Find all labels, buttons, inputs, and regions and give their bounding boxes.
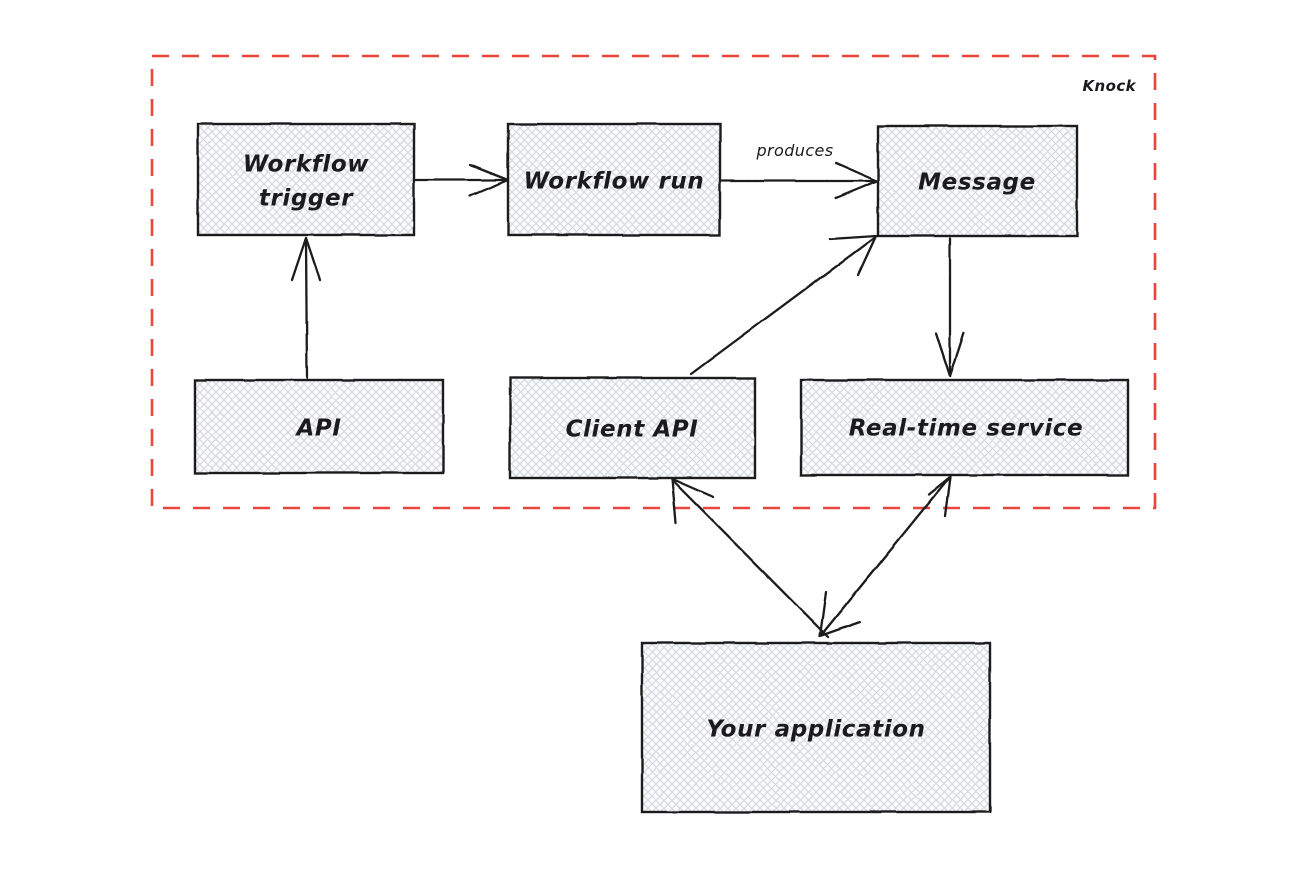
node-realtime-service[interactable]: Real-time service [799, 378, 1130, 477]
edge-message-to-realtime [934, 236, 966, 378]
node-workflow-run-label: Workflow run [524, 169, 705, 195]
node-realtime-service-shape [799, 378, 1130, 477]
node-your-application-label: Your application [706, 717, 925, 743]
edge-trigger-to-run [414, 163, 510, 198]
node-workflow-trigger-shape [196, 122, 416, 237]
node-realtime-service-label: Real-time service [849, 416, 1084, 442]
node-your-application[interactable]: Your application [640, 641, 992, 814]
edge-run-to-message [720, 161, 879, 200]
node-api-label: API [294, 416, 341, 442]
node-message[interactable]: Message [876, 124, 1079, 238]
nodes-layer: Workflow trigger Workflow run Message AP… [193, 122, 1130, 814]
node-client-api-shape [508, 376, 757, 480]
edge-api-to-trigger [290, 236, 322, 380]
edge-realtime-to-app [818, 475, 952, 638]
edge-app-to-client-api [670, 477, 830, 639]
edge-client-api-to-message [689, 234, 878, 376]
node-client-api[interactable]: Client API [508, 376, 757, 480]
node-api-shape [193, 378, 445, 475]
node-client-api-label: Client API [566, 417, 699, 443]
node-your-application-shape [640, 641, 992, 814]
node-message-label: Message [918, 170, 1036, 196]
node-workflow-trigger-label-line2: trigger [259, 186, 354, 212]
node-workflow-trigger-label-line1: Workflow [243, 152, 369, 178]
edge-labels-layer: produces [756, 141, 834, 160]
node-workflow-trigger[interactable]: Workflow trigger [196, 122, 416, 237]
group-knock: Knock [150, 54, 1157, 510]
group-knock-border [150, 54, 1157, 510]
node-api[interactable]: API [193, 378, 445, 475]
node-workflow-run[interactable]: Workflow run [506, 122, 722, 237]
node-workflow-run-shape [506, 122, 722, 237]
edge-label-produces: produces [756, 141, 834, 160]
node-message-shape [876, 124, 1079, 238]
group-knock-label: Knock [1083, 77, 1137, 95]
